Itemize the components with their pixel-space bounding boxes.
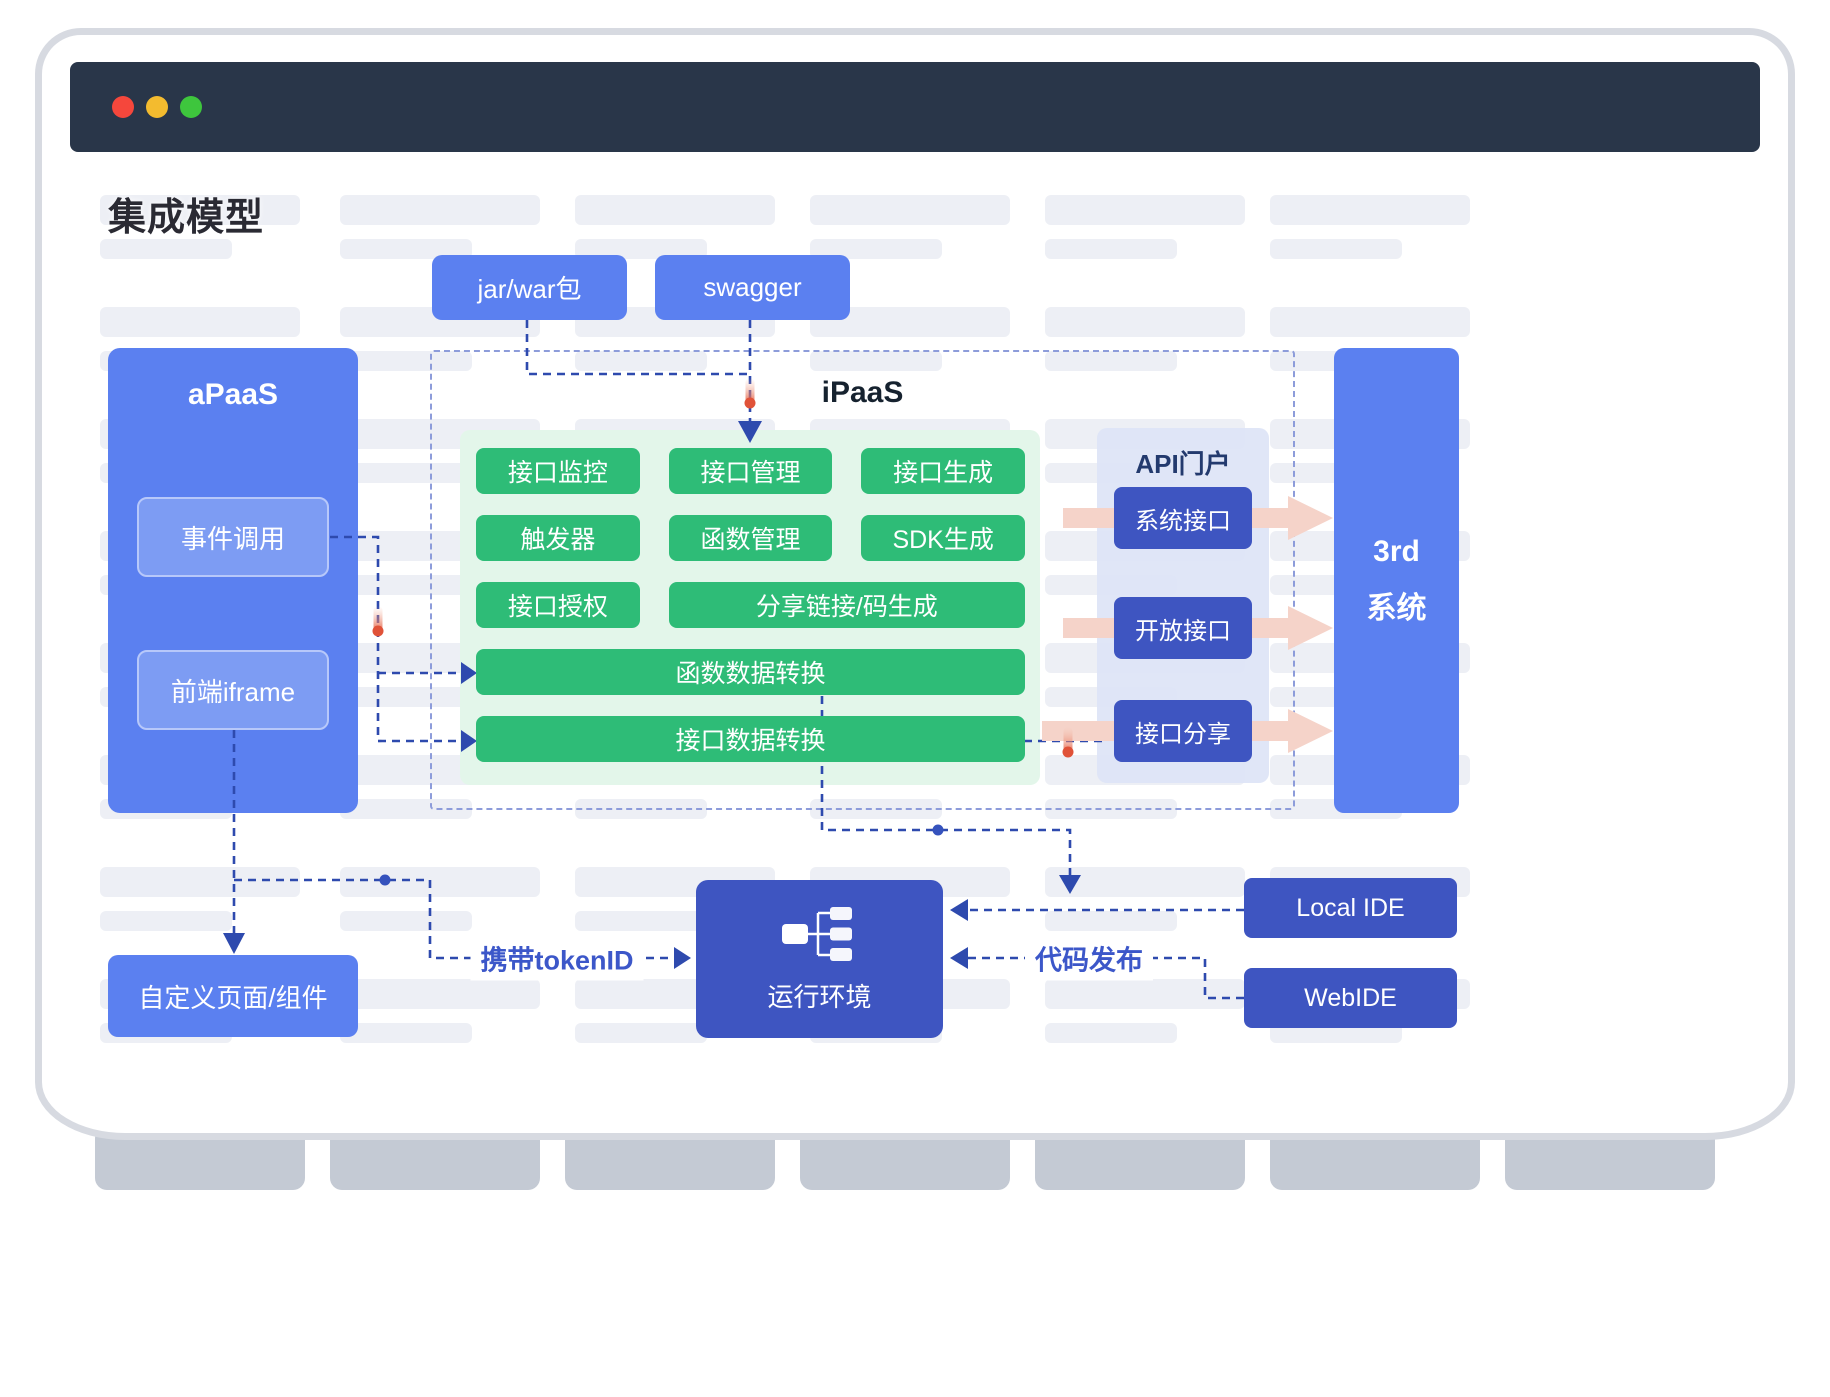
ipaas-module-auth: 接口授权 <box>476 582 640 628</box>
portal-item-system-api: 系统接口 <box>1114 487 1252 549</box>
source-node-swagger: swagger <box>655 255 850 320</box>
browser-titlebar <box>70 62 1760 152</box>
portal-item-open-api: 开放接口 <box>1114 597 1252 659</box>
apaas-title: aPaaS <box>187 378 279 411</box>
runtime-label: 运行环境 <box>767 981 872 1012</box>
runtime-node: 运行环境 <box>696 880 943 1038</box>
custom-component-node: 自定义页面/组件 <box>108 955 358 1037</box>
ipaas-module-trigger: 触发器 <box>476 515 640 561</box>
runtime-flow-icon <box>781 906 852 961</box>
ipaas-module-api-data-convert: 接口数据转换 <box>476 716 1025 762</box>
ipaas-module-grid: 接口监控 接口管理 接口生成 触发器 函数管理 SDK生成 接口授权 分享链接/… <box>476 448 1025 762</box>
ipaas-module-generate: 接口生成 <box>861 448 1025 494</box>
apaas-panel: aPaaS 事件调用 前端iframe <box>108 348 358 813</box>
portal-item-share-api: 接口分享 <box>1114 700 1252 762</box>
page-title: 集成模型 <box>108 197 265 239</box>
third-system-node: 3rd 系统 <box>1334 348 1459 813</box>
ipaas-module-share-link: 分享链接/码生成 <box>668 582 1025 628</box>
window-maximize-icon <box>180 96 202 118</box>
third-system-line1: 3rd <box>1373 534 1420 568</box>
ipaas-module-sdk: SDK生成 <box>861 515 1025 561</box>
flow-label-token: 携带tokenID <box>470 935 644 981</box>
ipaas-module-function: 函数管理 <box>668 515 833 561</box>
apaas-item-frontend-iframe: 前端iframe <box>137 650 329 730</box>
apaas-item-event-call: 事件调用 <box>137 497 329 577</box>
local-ide-node: Local IDE <box>1244 878 1457 938</box>
window-close-icon <box>112 96 134 118</box>
source-node-jarwar: jar/war包 <box>432 255 627 320</box>
ipaas-title: iPaaS <box>821 376 904 409</box>
third-system-line2: 系统 <box>1366 591 1427 625</box>
window-minimize-icon <box>146 96 168 118</box>
ipaas-module-func-data-convert: 函数数据转换 <box>476 649 1025 695</box>
api-portal-title: API门户 <box>1135 449 1231 479</box>
web-ide-node: WebIDE <box>1244 968 1457 1028</box>
ipaas-module-monitor: 接口监控 <box>476 448 640 494</box>
flow-label-deploy: 代码发布 <box>1025 935 1153 981</box>
ipaas-module-manage: 接口管理 <box>668 448 833 494</box>
